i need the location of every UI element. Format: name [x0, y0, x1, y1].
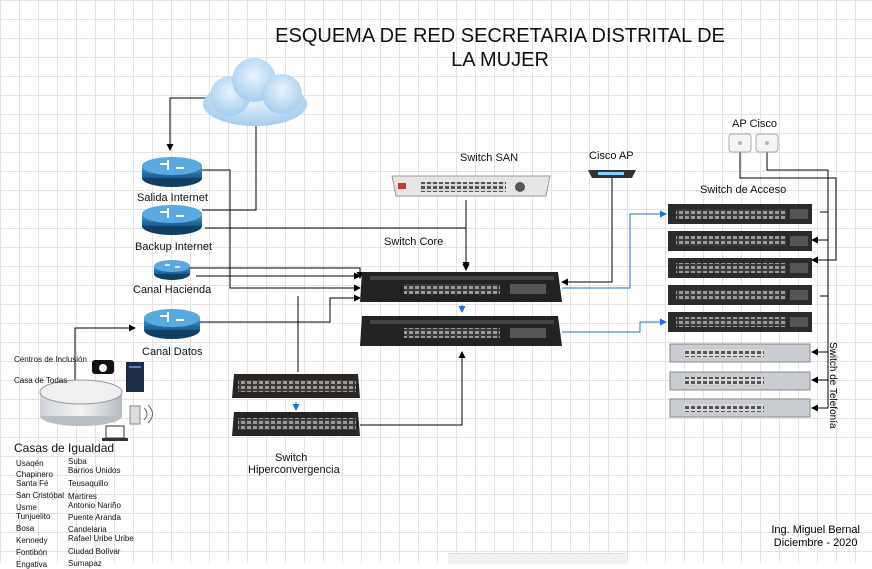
- label-salida-internet: Salida Internet: [137, 192, 208, 204]
- localidad-item: Engativa: [16, 560, 48, 569]
- localidad-item: Ciudad Bolívar: [68, 547, 121, 556]
- localidades-column-2: Suba Barrios Unidos Teusaquillo Martires…: [68, 457, 134, 568]
- link-access-trunk: [820, 211, 829, 318]
- link-core-access: [562, 210, 667, 289]
- laptop-icon: [102, 425, 128, 441]
- link-salida-core: [200, 169, 361, 292]
- connection-lines: [74, 97, 837, 426]
- link-backup-core: [205, 227, 470, 271]
- localidad-item: Chapinero: [16, 470, 53, 479]
- label-switch-hiper-1: Switch: [275, 452, 308, 464]
- switch-icon: [668, 285, 812, 305]
- label-centros-inclusion: Centros de Inclusión: [14, 355, 87, 364]
- link-datos-core: [200, 294, 361, 323]
- uplink-lines: [292, 210, 667, 411]
- localidad-item: Suba: [68, 457, 87, 466]
- switch-icon: [391, 175, 551, 197]
- label-cisco-ap: Cisco AP: [589, 150, 634, 162]
- switch-icon: [668, 204, 812, 224]
- localidad-item: Teusaquillo: [68, 479, 109, 488]
- signature-block: Ing. Miguel Bernal Diciembre - 2020: [771, 524, 860, 550]
- localidad-item: Bosa: [16, 524, 35, 533]
- label-casa-todas: Casa de Todas: [14, 376, 68, 385]
- switch-icon: [669, 343, 811, 363]
- localidad-item: Kennedy: [16, 536, 48, 545]
- localidad-item: Rafael Uribe Uribe: [68, 534, 134, 543]
- localidad-item: Candelaria: [68, 525, 107, 534]
- access-point-icon: [755, 133, 779, 153]
- localidad-item: Tunjuelito: [16, 512, 51, 521]
- database-icon: [39, 379, 123, 426]
- localidad-item: Martires: [68, 492, 97, 501]
- router-icon: [142, 205, 202, 235]
- label-ap-cisco: AP Cisco: [732, 118, 778, 130]
- localidades-column-1: Usaqén Chapinero Santa Fé San Cristóbal …: [16, 459, 64, 569]
- localidad-item: Usaqén: [16, 459, 44, 468]
- localidad-item: Antonio Nariño: [68, 501, 121, 510]
- diagram-title: ESQUEMA DE RED SECRETARIA DISTRITAL DE L…: [230, 24, 770, 72]
- label-backup-internet: Backup Internet: [135, 241, 213, 253]
- label-casas-igualdad: Casas de Igualdad: [14, 441, 115, 455]
- server-icon: [126, 362, 144, 392]
- localidad-item: Fontibón: [16, 548, 48, 557]
- link-cloud-salida: [166, 97, 210, 151]
- label-switch-acceso: Switch de Acceso: [700, 184, 787, 196]
- wireless-icon: [129, 404, 153, 425]
- localidad-item: Santa Fé: [16, 479, 49, 488]
- scrollbar-stub[interactable]: [448, 553, 626, 564]
- router-icon: [144, 309, 200, 339]
- access-point-icon: [588, 170, 636, 178]
- link-telefonia-trunk: [811, 318, 829, 412]
- title-line-1: ESQUEMA DE RED SECRETARIA DISTRITAL DE: [275, 25, 725, 47]
- switch-icon: [668, 258, 812, 278]
- switch-icon: [669, 398, 811, 418]
- localidad-item: Puente Aranda: [68, 513, 121, 522]
- link-cloud-backup: [202, 120, 257, 211]
- access-point-icon: [728, 133, 752, 153]
- localidad-item: Usme: [16, 503, 37, 512]
- switch-icon: [360, 272, 562, 302]
- router-icon: [142, 157, 202, 187]
- telephone-icon: [92, 360, 114, 374]
- title-line-2: LA MUJER: [451, 49, 549, 71]
- switch-icon: [668, 312, 812, 332]
- switch-icon: [669, 371, 811, 391]
- signature-name: Ing. Miguel Bernal: [771, 524, 860, 536]
- link-core2-access: [562, 318, 667, 333]
- label-canal-datos: Canal Datos: [142, 346, 203, 358]
- switch-icon: [360, 316, 562, 346]
- link-hiper-core2: [360, 351, 466, 426]
- localidad-item: Barrios Unidos: [68, 466, 121, 475]
- localidad-item: San Cristóbal: [16, 491, 65, 500]
- switch-icon: [232, 374, 360, 398]
- cloud-icon: [203, 58, 307, 126]
- localidad-item: Sumapaz: [68, 559, 102, 568]
- switch-icon: [232, 412, 360, 436]
- link-casas-datos: [74, 324, 136, 382]
- link-apcisco-access-2: [766, 152, 829, 244]
- router-icon: [154, 260, 190, 280]
- label-canal-hacienda: Canal Hacienda: [133, 284, 212, 296]
- link-ciscoap-core: [561, 178, 613, 286]
- label-switch-core: Switch Core: [384, 236, 444, 248]
- label-switch-telefonia: Switch de Telefonía: [827, 342, 838, 429]
- switch-icon: [668, 231, 812, 251]
- label-switch-hiper-2: Hiperconvergencia: [248, 464, 340, 476]
- signature-date: Diciembre - 2020: [773, 537, 858, 549]
- label-switch-san: Switch SAN: [460, 152, 519, 164]
